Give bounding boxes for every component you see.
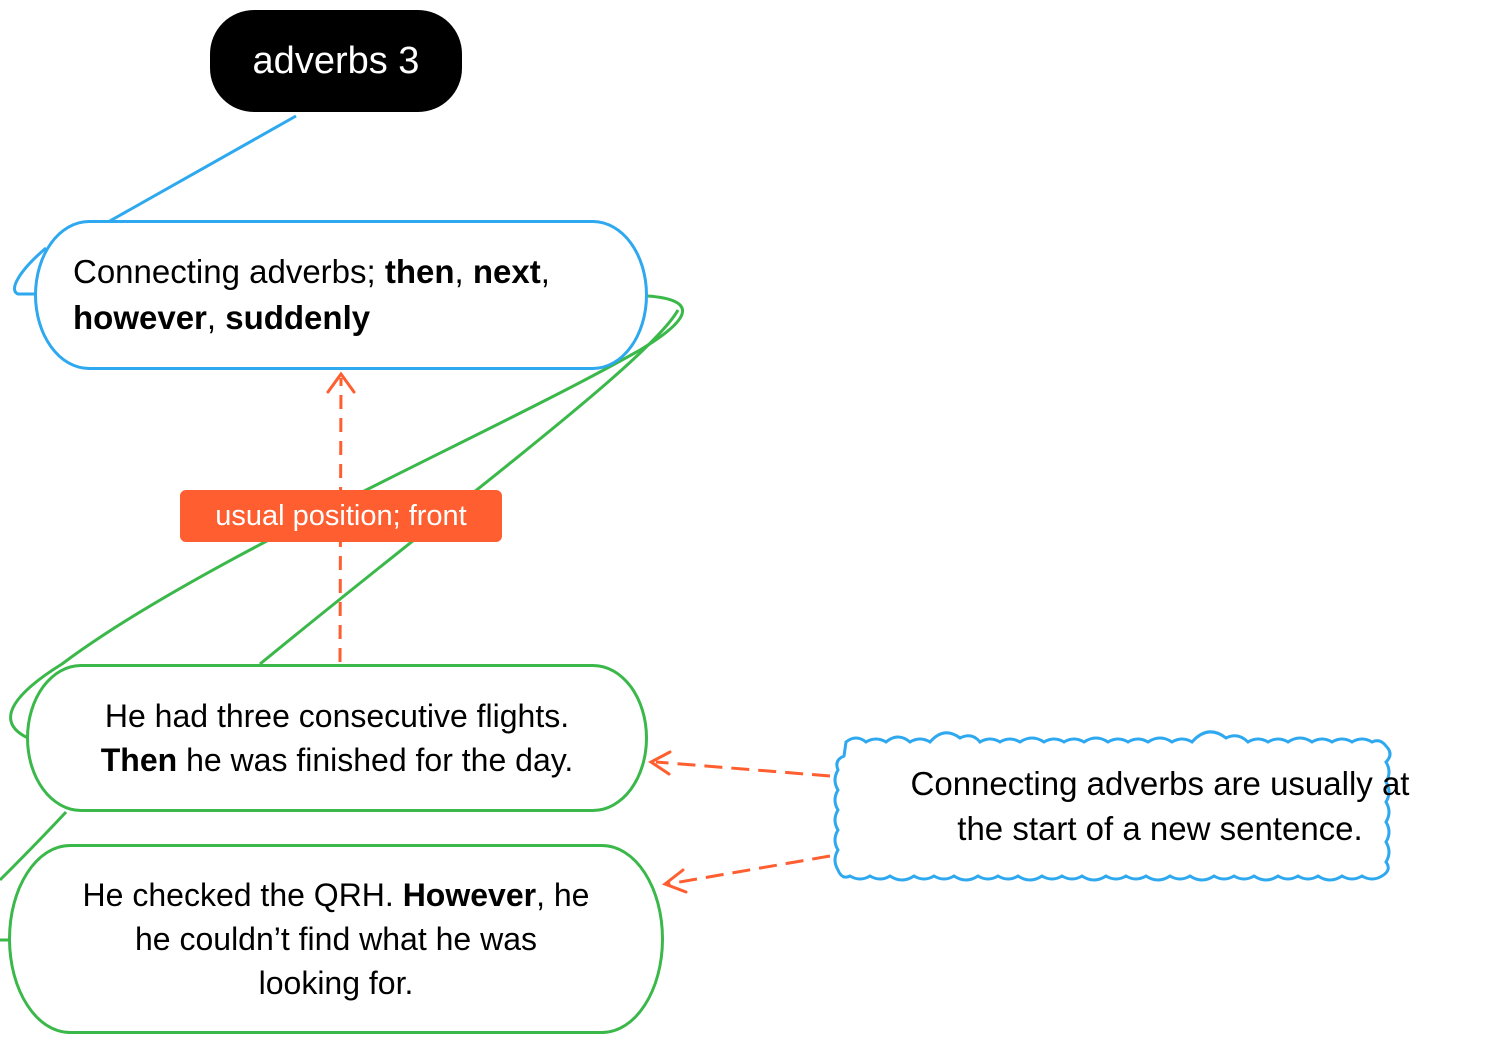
topic-text: Connecting adverbs; then, next, however,… [73, 253, 550, 336]
keyword-suddenly: suddenly [225, 299, 371, 336]
example-2-text: He checked the QRH. However, he he could… [82, 877, 590, 1001]
keyword-however: however [73, 299, 207, 336]
relationship-label[interactable]: usual position; front [180, 490, 502, 542]
connector-root-topic [107, 114, 297, 224]
keyword-however-example: However [402, 877, 537, 913]
arrowhead-icon [661, 868, 688, 894]
example-node-1[interactable]: He had three consecutive flights. Then h… [26, 664, 648, 812]
keyword-then: then [384, 253, 455, 290]
example-node-2[interactable]: He checked the QRH. However, he he could… [8, 844, 664, 1034]
arrowhead-icon [326, 371, 356, 394]
keyword-next: next [472, 253, 541, 290]
callout-arrow-line-2 [667, 854, 831, 886]
root-label: adverbs 3 [252, 39, 420, 82]
callout-arrow-line-1 [655, 760, 831, 778]
keyword-then-example: Then [100, 742, 178, 778]
callout-note[interactable]: Connecting adverbs are usually at the st… [910, 765, 1410, 847]
arrowhead-icon [648, 750, 672, 776]
topic-node[interactable]: Connecting adverbs; then, next, however,… [34, 220, 648, 370]
root-node[interactable]: adverbs 3 [210, 10, 462, 112]
example-1-text: He had three consecutive flights. Then h… [100, 698, 574, 778]
